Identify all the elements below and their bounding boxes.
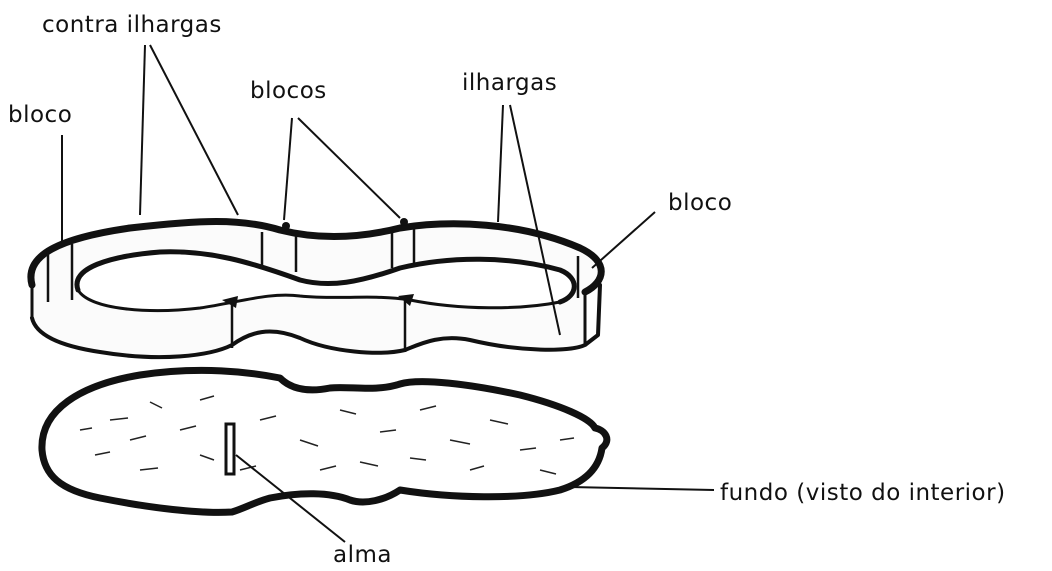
sound-post: [226, 424, 234, 474]
label-ilhargas: ilhargas: [462, 70, 557, 96]
back-plate: [42, 370, 607, 512]
label-alma: alma: [333, 542, 392, 568]
leader-fundo: [570, 487, 714, 490]
leader-contra-1: [140, 45, 145, 215]
label-fundo: fundo (visto do interior): [720, 480, 1006, 506]
leader-blocos-1: [284, 118, 292, 220]
leader-blocos-2: [298, 118, 400, 218]
back-plate-outline: [42, 370, 607, 512]
label-blocos: blocos: [250, 78, 327, 104]
block-nub-2: [400, 218, 408, 226]
label-contra-ilhargas: contra ilhargas: [42, 12, 222, 38]
label-bloco-left: bloco: [8, 102, 72, 128]
leader-bloco-right: [592, 212, 655, 268]
label-bloco-right: bloco: [668, 190, 732, 216]
leader-contra-2: [150, 45, 238, 215]
leader-ilhargas-1: [498, 105, 503, 222]
block-nub-1: [282, 222, 290, 230]
rib-garland: [31, 218, 601, 357]
